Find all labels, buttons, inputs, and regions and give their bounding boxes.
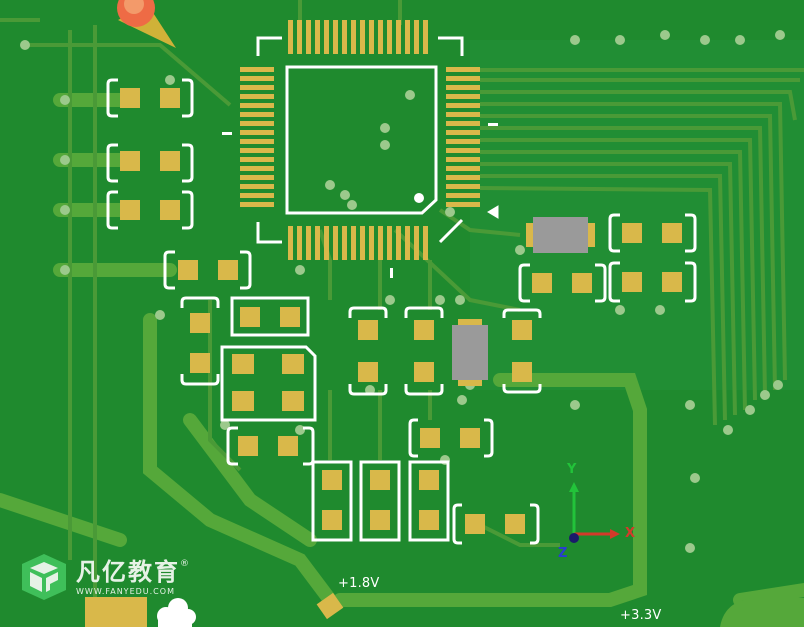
brand-text: 凡亿教育® WWW.FANYEDU.COM	[76, 559, 189, 596]
orange-marker-icon[interactable]	[117, 0, 176, 48]
resistor-r8[interactable]	[408, 460, 450, 542]
z-axis-dot-icon	[569, 533, 579, 543]
capacitor-c8[interactable]	[502, 308, 542, 394]
quad-package-u2[interactable]	[220, 345, 317, 422]
capacitor-c6[interactable]	[348, 306, 388, 396]
capacitor-c4[interactable]	[180, 296, 220, 386]
diode-d1[interactable]	[452, 319, 488, 386]
crystal-oscillator[interactable]	[526, 217, 595, 253]
capacitor-c1[interactable]	[608, 213, 697, 253]
silk-mark-2	[488, 123, 498, 126]
resistor-r5[interactable]	[230, 296, 310, 337]
y-axis-label: Y	[567, 462, 577, 477]
resistor-r1[interactable]	[106, 78, 194, 118]
z-axis-label: Z	[558, 546, 568, 561]
net-label-3v3: +3.3V	[620, 608, 662, 623]
fanyi-logo-icon	[22, 554, 66, 600]
mcu-bottom-pins	[288, 226, 428, 260]
resistor-r7[interactable]	[359, 460, 401, 542]
mcu-top-pins	[288, 20, 428, 54]
mcu-qfp-chip[interactable]	[222, 20, 499, 278]
silk-mark-3	[390, 268, 393, 278]
mcu-left-pins	[240, 67, 274, 207]
net-label-1v8: +1.8V	[338, 576, 380, 591]
y-axis-arrow-icon	[569, 482, 579, 492]
axis-gizmo	[569, 482, 620, 543]
resistor-r3[interactable]	[106, 190, 194, 230]
bottom-connector-pad[interactable]	[85, 597, 147, 627]
capacitor-c10[interactable]	[452, 503, 540, 545]
silk-mark	[222, 132, 232, 135]
capacitor-c2[interactable]	[518, 263, 607, 303]
registered-mark: ®	[180, 558, 189, 569]
capacitor-c7[interactable]	[404, 306, 444, 396]
mcu-right-pins	[446, 67, 480, 207]
mcu-body-outline	[285, 65, 438, 215]
resistor-r4[interactable]	[163, 250, 252, 290]
capacitor-c3[interactable]	[608, 261, 697, 303]
brand-name: 凡亿教育	[76, 557, 180, 586]
vias	[20, 30, 800, 615]
test-pad-1v8[interactable]	[316, 592, 344, 620]
pin1-marker-icon	[414, 193, 424, 203]
resistor-r2[interactable]	[106, 143, 194, 183]
watermark-brand: 凡亿教育® WWW.FANYEDU.COM	[18, 552, 189, 602]
capacitor-c5[interactable]	[226, 426, 315, 466]
capacitor-c9[interactable]	[408, 418, 494, 458]
signal-traces	[0, 0, 804, 600]
x-axis-label: X	[625, 526, 636, 541]
brand-url: WWW.FANYEDU.COM	[76, 586, 175, 596]
cloud-icon	[157, 598, 196, 627]
x-axis-arrow-icon	[610, 529, 620, 539]
power-plane-edge	[720, 598, 804, 627]
resistor-r6[interactable]	[311, 460, 353, 542]
mcu-courtyard-corners	[256, 36, 464, 244]
orientation-arrow-icon	[487, 205, 499, 219]
